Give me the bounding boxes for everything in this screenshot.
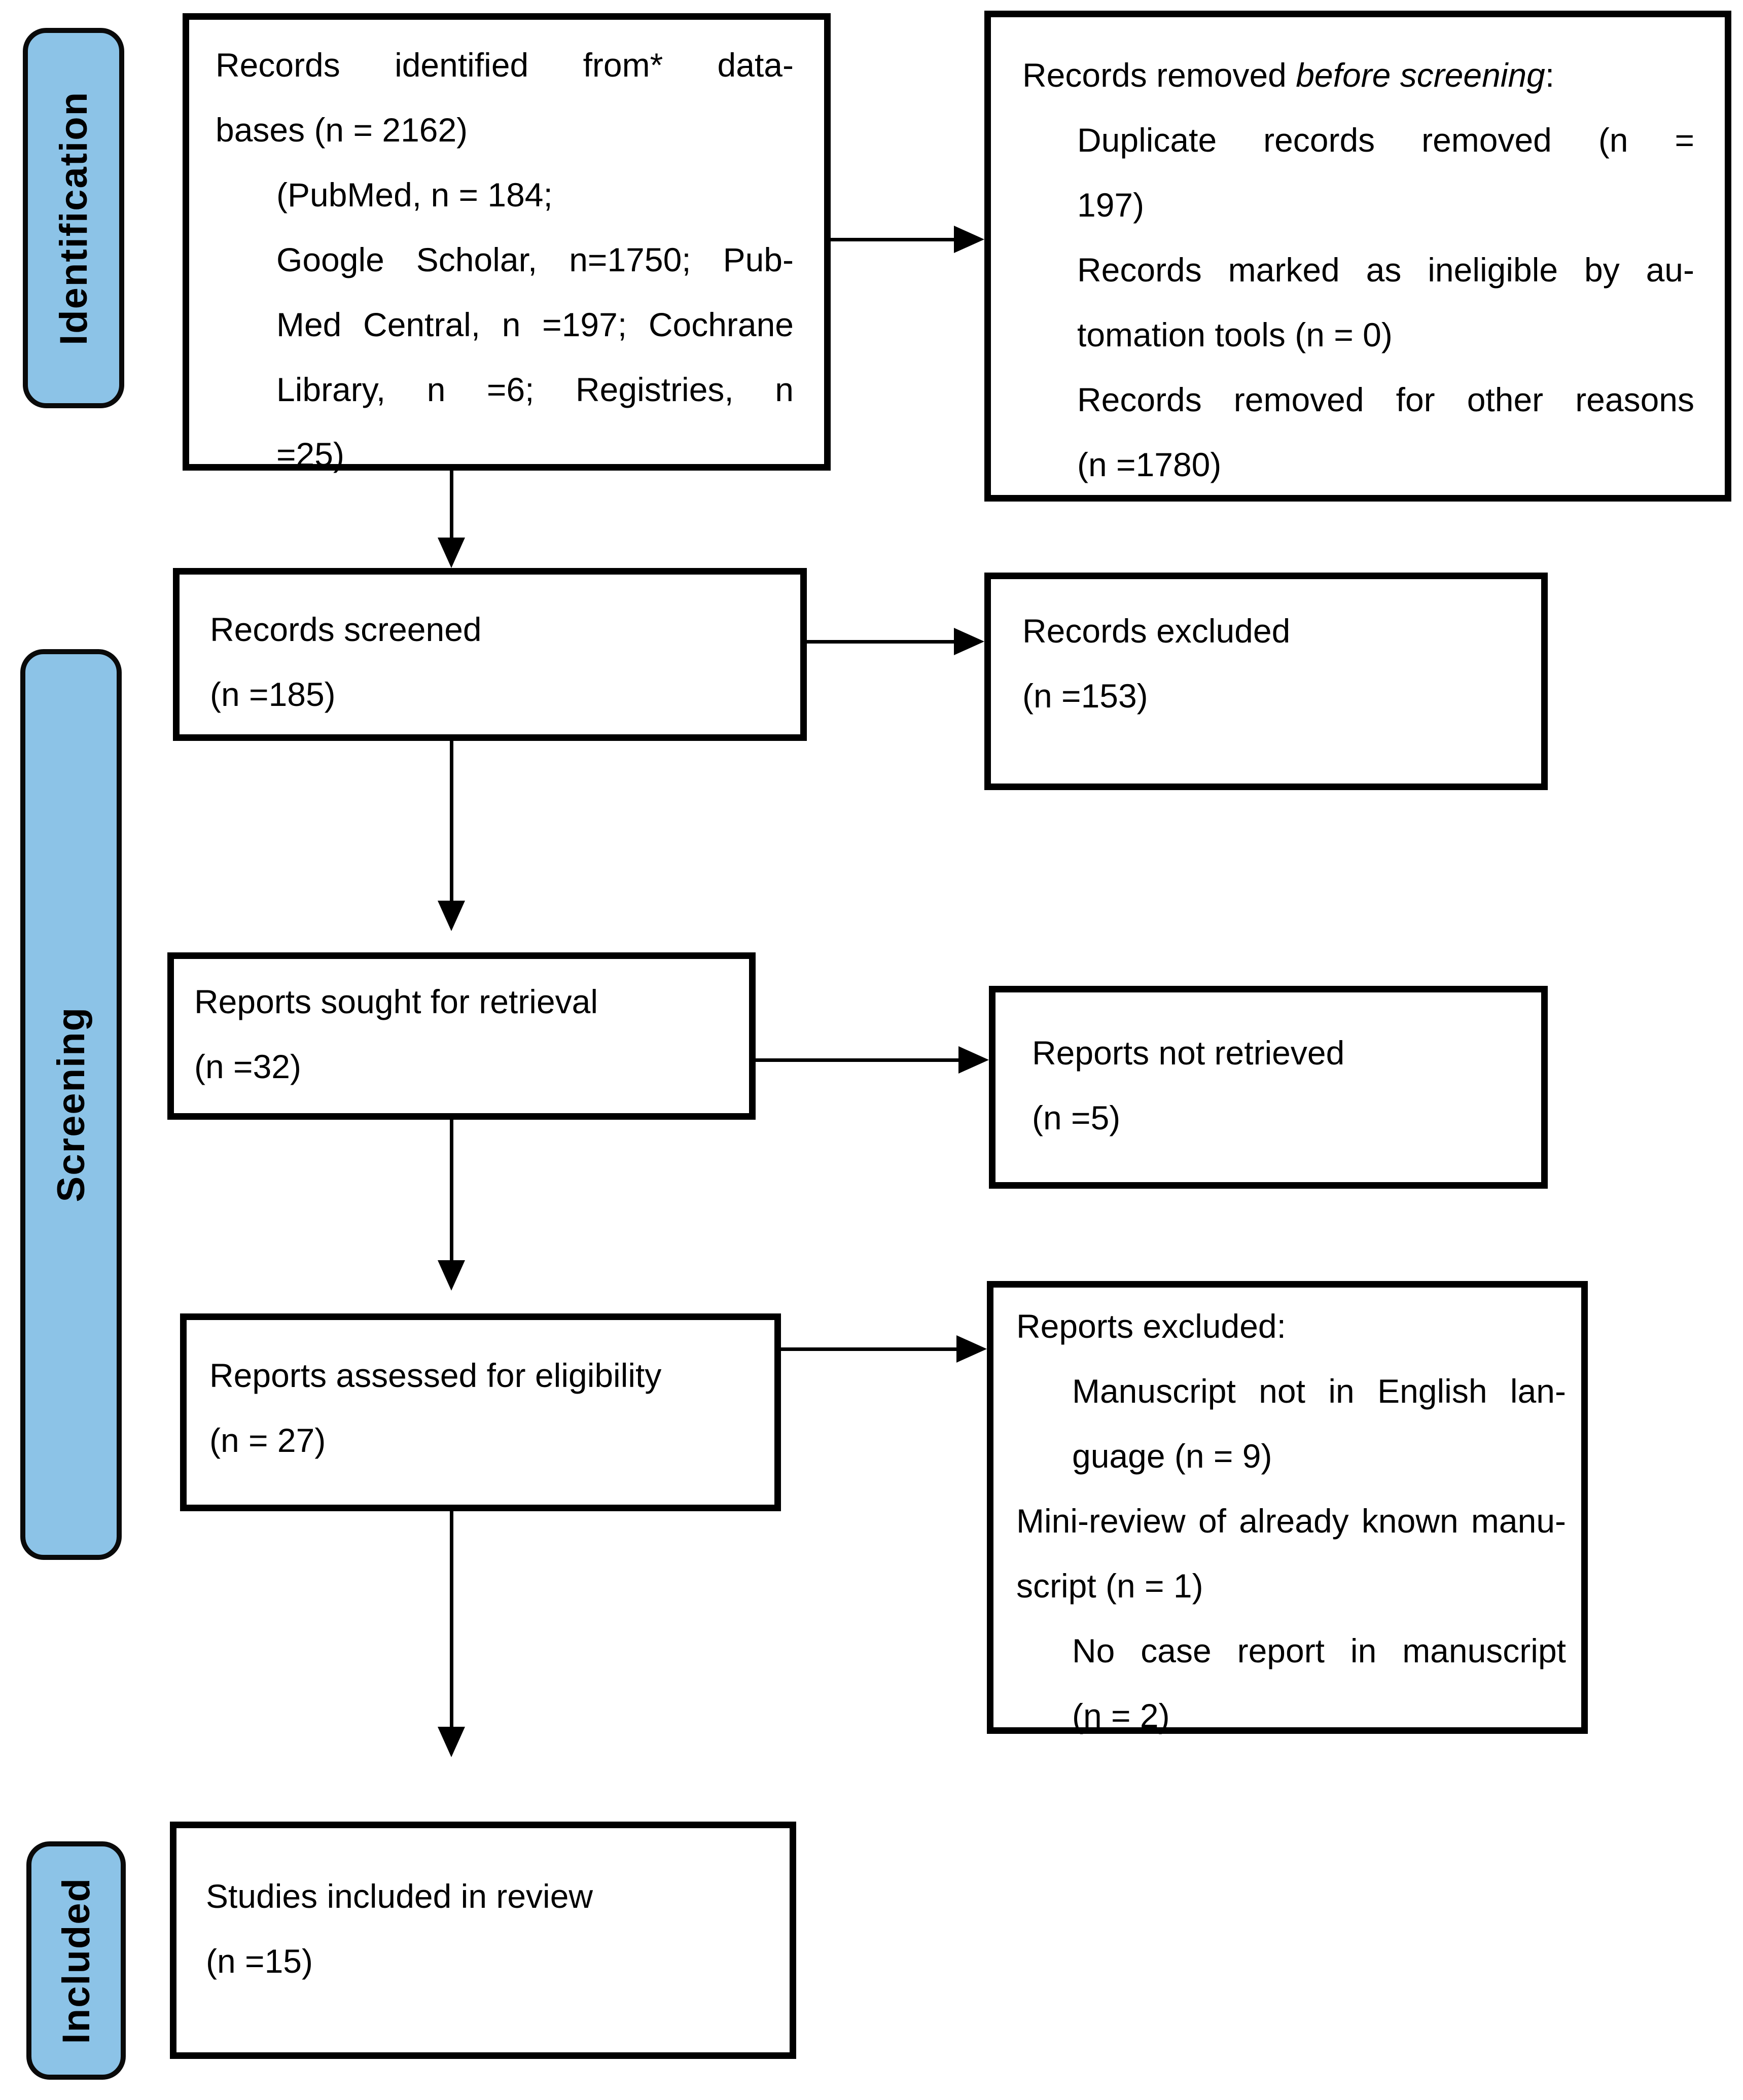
- box-text-line: (PubMed, n = 184;: [276, 176, 553, 213]
- box-text-line: (n =15): [206, 1942, 313, 1980]
- box-records-excluded: Records excluded (n =153): [984, 573, 1548, 790]
- arrow-head: [438, 1727, 465, 1757]
- box-studies-included-in-review: Studies included in review (n =15): [170, 1822, 796, 2059]
- box-text-line: No case report in manuscript: [1072, 1632, 1566, 1669]
- stage-label-identification-text: Identification: [52, 91, 95, 345]
- box-text-line: Reports excluded:: [1016, 1307, 1286, 1345]
- stage-label-screening: Screening: [20, 649, 122, 1560]
- arrow-shaft: [831, 238, 954, 241]
- box-records-screened: Records screened (n =185): [173, 568, 807, 741]
- box-text-line: (n =153): [1022, 677, 1148, 715]
- box-text-line: Manuscript not in English lan-: [1072, 1372, 1566, 1410]
- stage-label-included: Included: [26, 1841, 126, 2080]
- box-text-line: (n = 27): [209, 1421, 326, 1459]
- arrow-shaft: [450, 741, 453, 901]
- arrow-head: [958, 1046, 989, 1074]
- arrow-shaft: [781, 1347, 956, 1351]
- box-text-line: tomation tools (n = 0): [1077, 316, 1393, 353]
- box-text-line: (n =5): [1032, 1099, 1121, 1136]
- arrow-head: [954, 226, 984, 253]
- plain-text: Records removed: [1022, 56, 1296, 94]
- box-text-line: bases (n = 2162): [216, 111, 468, 149]
- arrow-head: [438, 538, 465, 568]
- box-reports-not-retrieved: Reports not retrieved (n =5): [989, 986, 1548, 1189]
- stage-label-screening-text: Screening: [49, 1007, 93, 1202]
- box-text-line: (n =1780): [1077, 446, 1222, 483]
- stage-label-included-text: Included: [54, 1877, 98, 2044]
- box-records-removed-before-screening: Records removed before screening: Duplica…: [984, 11, 1731, 502]
- arrow-shaft: [450, 471, 453, 538]
- box-text-line: guage (n = 9): [1072, 1437, 1272, 1475]
- arrow-shaft: [807, 640, 954, 644]
- box-text-line: Records removed before screening:: [1022, 43, 1694, 108]
- box-text-line: Reports not retrieved: [1032, 1034, 1345, 1072]
- box-text-line: Records excluded: [1022, 612, 1291, 650]
- arrow-shaft: [450, 1511, 453, 1727]
- box-text-line: Records removed for other reasons: [1077, 381, 1694, 418]
- italic-text: before screening: [1296, 56, 1545, 94]
- box-reports-sought-for-retrieval: Reports sought for retrieval (n =32): [167, 952, 756, 1120]
- box-text-line: (n =185): [210, 675, 336, 713]
- box-text-line: Records screened: [210, 611, 482, 648]
- box-text-line: Duplicate records removed (n =: [1077, 121, 1694, 159]
- box-text-line: Records identified from* data-: [216, 46, 794, 84]
- arrow-head: [956, 1335, 987, 1363]
- box-text-line: Studies included in review: [206, 1877, 593, 1915]
- arrow-head: [438, 901, 465, 931]
- box-text-line: Library, n =6; Registries, n: [276, 371, 794, 408]
- box-text-line: Med Central, n =197; Cochrane: [276, 306, 794, 343]
- arrow-head: [438, 1260, 465, 1291]
- box-text-line: Reports assessed for eligibility: [209, 1357, 662, 1394]
- arrow-shaft: [756, 1058, 958, 1062]
- box-reports-excluded: Reports excluded: Manuscript not in Engli…: [987, 1281, 1588, 1734]
- box-text-line: Google Scholar, n=1750; Pub-: [276, 241, 794, 278]
- arrow-shaft: [450, 1120, 453, 1260]
- box-text-line: =25): [276, 436, 344, 473]
- box-reports-assessed-for-eligibility: Reports assessed for eligibility (n = 27): [180, 1313, 781, 1511]
- box-text-line: (n = 2): [1072, 1697, 1170, 1734]
- box-text-line: 197): [1077, 186, 1145, 224]
- box-text-line: Reports sought for retrieval: [194, 983, 598, 1020]
- box-text-line: Mini-review of already known manu-: [1016, 1502, 1566, 1540]
- box-records-identified: Records identified from* data-bases (n =…: [183, 13, 831, 473]
- arrow-head: [954, 628, 984, 655]
- box-text-line: Records marked as ineligible by au-: [1077, 251, 1694, 289]
- box-text-line: script (n = 1): [1016, 1567, 1203, 1605]
- plain-text: :: [1545, 56, 1555, 94]
- stage-label-identification: Identification: [23, 28, 124, 408]
- box-text-line: (n =32): [194, 1048, 301, 1085]
